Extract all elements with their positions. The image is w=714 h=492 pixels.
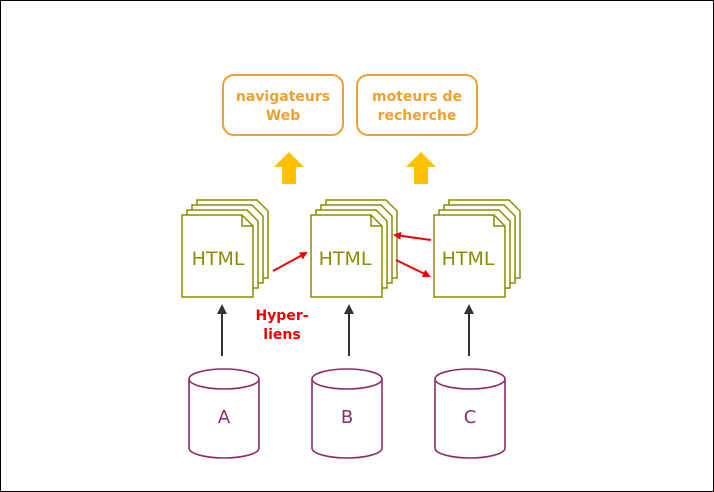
box-moteurs-line2: recherche xyxy=(378,108,457,124)
html-doc-label-1: HTML xyxy=(192,248,245,270)
box-moteurs-line1: moteurs de xyxy=(372,89,462,105)
box-navigateurs-line2: Web xyxy=(266,108,300,124)
box-moteurs-recherche: moteurs de recherche xyxy=(356,74,478,136)
database-c: C xyxy=(434,368,506,459)
database-a: A xyxy=(188,368,260,459)
html-doc-stack-3: HTML xyxy=(433,199,521,298)
upward-arrow-left xyxy=(274,152,304,184)
hyperlink-arrow-2-to-3 xyxy=(395,259,431,277)
upward-arrow-right xyxy=(406,152,436,184)
box-navigateurs-web: navigateurs Web xyxy=(222,74,344,136)
hyperlink-arrow-1-to-2 xyxy=(272,252,308,272)
database-b: B xyxy=(311,368,383,459)
html-doc-stack-1: HTML xyxy=(181,199,269,298)
database-label-a: A xyxy=(218,407,231,428)
hyperlinks-label-line1: Hyper- xyxy=(255,308,308,324)
database-label-b: B xyxy=(341,407,353,428)
html-doc-label-3: HTML xyxy=(442,248,495,270)
box-navigateurs-line1: navigateurs xyxy=(236,89,330,105)
hyperlink-arrow-3-to-2 xyxy=(393,231,432,241)
html-doc-stack-2: HTML xyxy=(310,199,398,298)
html-doc-label-2: HTML xyxy=(319,248,372,270)
hyperlinks-label-line2: liens xyxy=(263,327,300,343)
database-label-c: C xyxy=(464,407,477,428)
